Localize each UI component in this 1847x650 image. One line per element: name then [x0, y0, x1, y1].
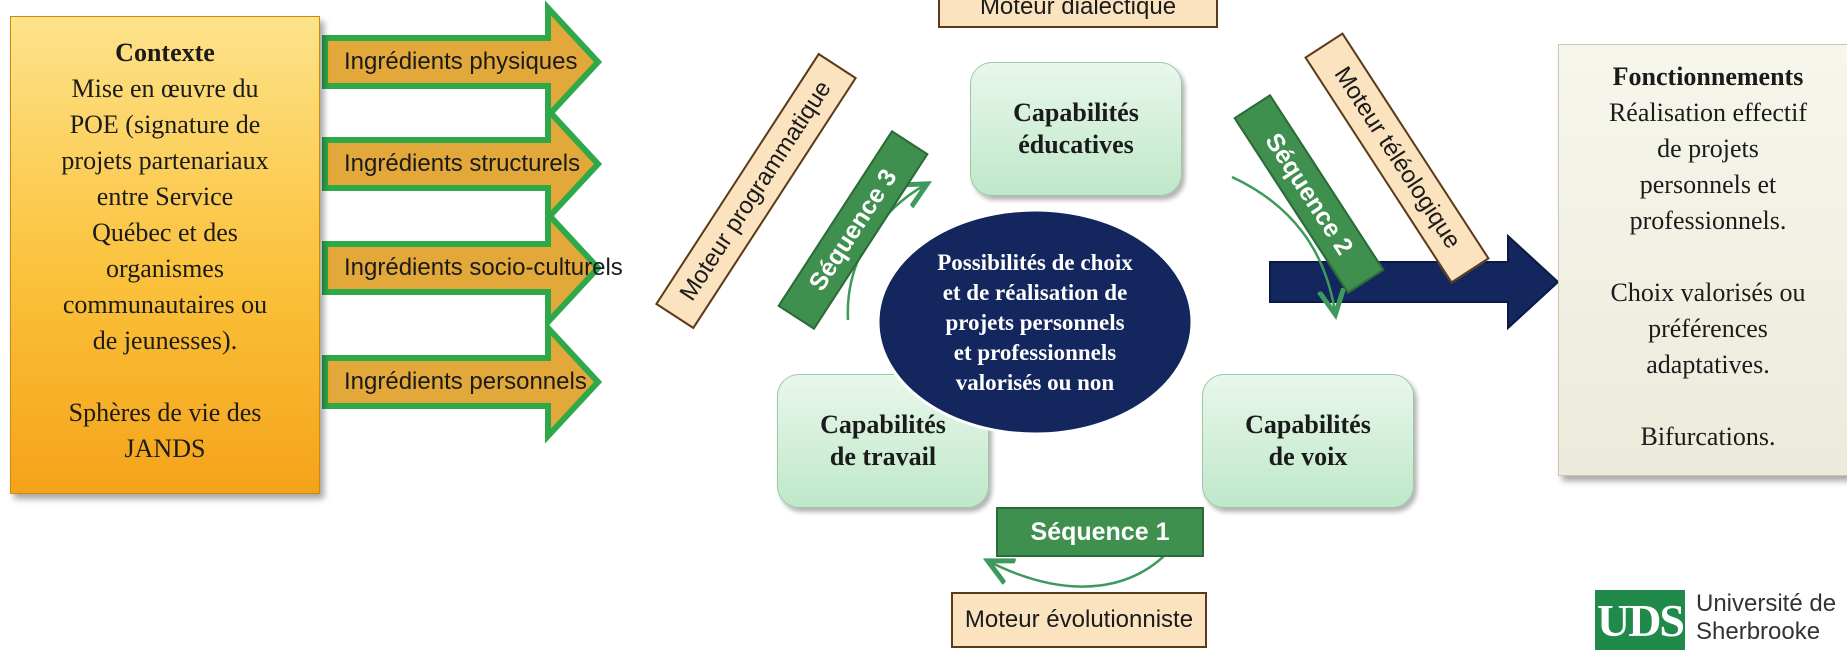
cycle-arrow-sequence-2	[1231, 175, 1335, 312]
motor-evolutionist: Moteur évolutionniste	[951, 592, 1207, 648]
capability-voice: Capabilités de voix	[1202, 374, 1414, 508]
context-body: Mise en œuvre du POE (signature de proje…	[61, 74, 269, 355]
context-footer: Sphères de vie des JANDS	[68, 398, 262, 463]
capability-educative: Capabilités éducatives	[970, 62, 1182, 196]
university-logo-text: Université de Sherbrooke	[1696, 590, 1837, 645]
ingredient-arrow-structural	[322, 102, 603, 226]
center-text: Possibilités de choix et de réalisation …	[937, 250, 1133, 395]
output-arrow	[1269, 233, 1560, 331]
capability-work: Capabilités de travail	[777, 374, 989, 508]
ingredient-label-physical: Ingrédients physiques	[344, 48, 578, 75]
ingredient-label-personal: Ingrédients personnels	[344, 368, 587, 395]
university-logo-mark: UDS	[1595, 590, 1685, 650]
ingredient-arrow-personal	[322, 320, 603, 444]
cycle-arrow-sequence-1	[990, 539, 1180, 588]
outcomes-body: Réalisation effectif de projets personne…	[1608, 98, 1808, 235]
outcomes-body-2: Choix valorisés ou préférences adaptativ…	[1610, 278, 1806, 379]
outcomes-title: Fonctionnements	[1612, 62, 1804, 91]
motor-dialectic: Moteur dialectique	[938, 0, 1218, 28]
context-title: Contexte	[115, 38, 215, 67]
outcomes-box: Fonctionnements Réalisation effectif de …	[1558, 44, 1847, 476]
outcomes-footer: Bifurcations.	[1640, 422, 1776, 451]
ingredient-label-sociocultural: Ingrédients socio-culturels	[344, 254, 623, 281]
sequence-1-label: Séquence 1	[996, 507, 1204, 557]
ingredient-arrow-physical	[322, 0, 603, 124]
ingredient-arrow-sociocultural	[322, 206, 603, 330]
ingredient-label-structural: Ingrédients structurels	[344, 150, 581, 177]
context-box: Contexte Mise en œuvre du POE (signature…	[10, 16, 320, 494]
